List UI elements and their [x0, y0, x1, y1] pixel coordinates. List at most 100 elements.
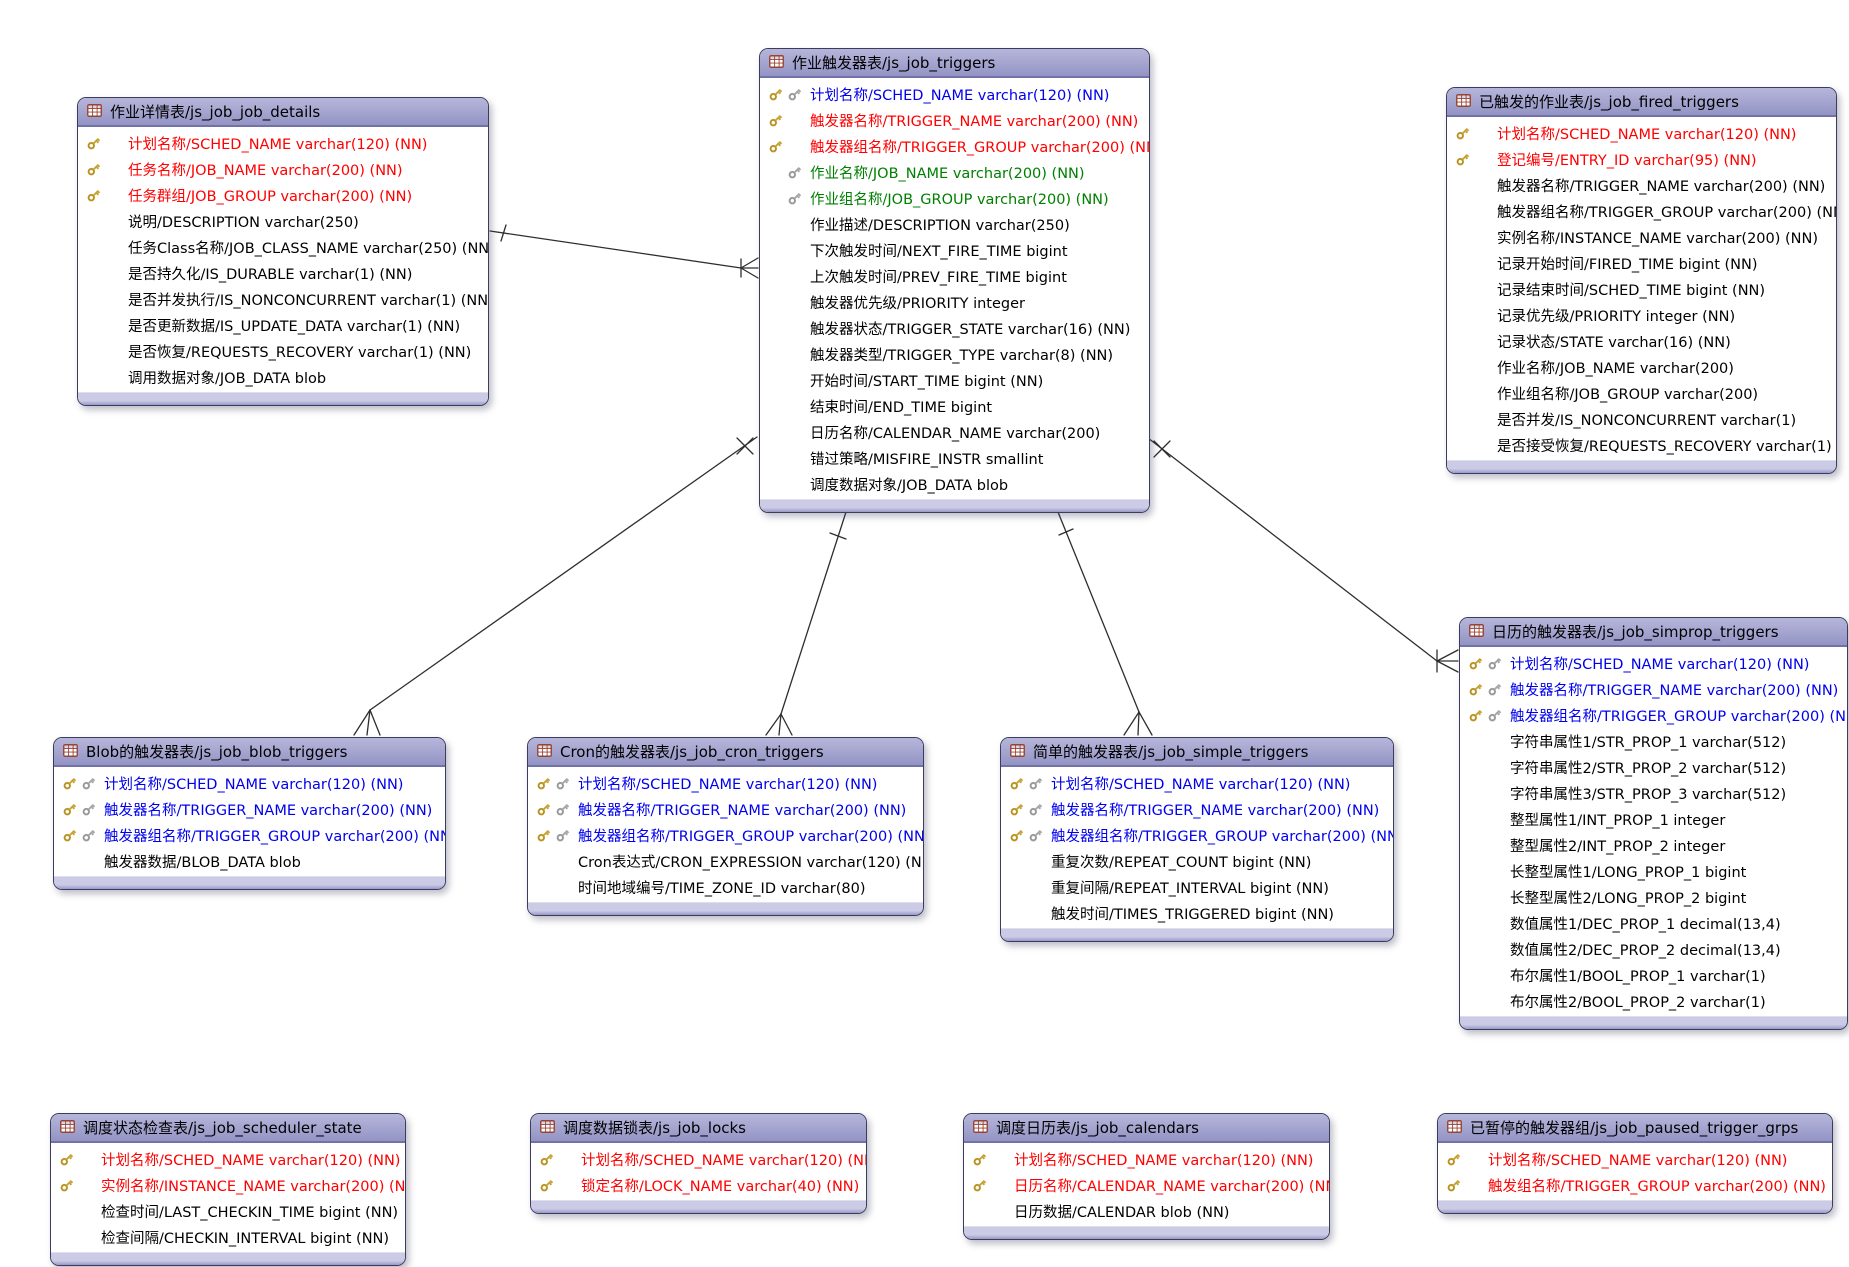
- table-header[interactable]: 已触发的作业表/js_job_fired_triggers: [1447, 88, 1836, 117]
- table-header[interactable]: 调度状态检查表/js_job_scheduler_state: [51, 1114, 405, 1143]
- column-row[interactable]: 作业名称/JOB_NAME varchar(200) (NN): [760, 159, 1149, 185]
- column-row[interactable]: 登记编号/ENTRY_ID varchar(95) (NN): [1447, 146, 1836, 172]
- column-row[interactable]: 触发器名称/TRIGGER_NAME varchar(200) (NN): [1001, 796, 1393, 822]
- column-row[interactable]: 记录结束时间/SCHED_TIME bigint (NN): [1447, 276, 1836, 302]
- column-row[interactable]: 重复次数/REPEAT_COUNT bigint (NN): [1001, 848, 1393, 874]
- column-row[interactable]: 是否持久化/IS_DURABLE varchar(1) (NN): [78, 260, 488, 286]
- column-row[interactable]: 任务名称/JOB_NAME varchar(200) (NN): [78, 156, 488, 182]
- column-row[interactable]: 计划名称/SCHED_NAME varchar(120) (NN): [1438, 1146, 1832, 1172]
- column-row[interactable]: 计划名称/SCHED_NAME varchar(120) (NN): [1460, 650, 1847, 676]
- column-row[interactable]: 作业组名称/JOB_GROUP varchar(200): [1447, 380, 1836, 406]
- column-row[interactable]: 触发器优先级/PRIORITY integer: [760, 289, 1149, 315]
- column-row[interactable]: 结束时间/END_TIME bigint: [760, 393, 1149, 419]
- column-row[interactable]: 计划名称/SCHED_NAME varchar(120) (NN): [528, 770, 923, 796]
- column-row[interactable]: 字符串属性1/STR_PROP_1 varchar(512): [1460, 728, 1847, 754]
- er-table-simple_triggers[interactable]: 简单的触发器表/js_job_simple_triggers 计划名称/SCHE…: [1000, 737, 1394, 942]
- table-header[interactable]: 简单的触发器表/js_job_simple_triggers: [1001, 738, 1393, 767]
- column-row[interactable]: 计划名称/SCHED_NAME varchar(120) (NN): [964, 1146, 1329, 1172]
- column-row[interactable]: 是否接受恢复/REQUESTS_RECOVERY varchar(1): [1447, 432, 1836, 458]
- column-row[interactable]: 上次触发时间/PREV_FIRE_TIME bigint: [760, 263, 1149, 289]
- column-row[interactable]: 触发器组名称/TRIGGER_GROUP varchar(200) (NN): [1447, 198, 1836, 224]
- er-table-calendars[interactable]: 调度日历表/js_job_calendars 计划名称/SCHED_NAME v…: [963, 1113, 1330, 1240]
- column-row[interactable]: 日历数据/CALENDAR blob (NN): [964, 1198, 1329, 1224]
- column-row[interactable]: 重复间隔/REPEAT_INTERVAL bigint (NN): [1001, 874, 1393, 900]
- column-row[interactable]: 作业描述/DESCRIPTION varchar(250): [760, 211, 1149, 237]
- column-row[interactable]: 计划名称/SCHED_NAME varchar(120) (NN): [51, 1146, 405, 1172]
- column-row[interactable]: 是否并发/IS_NONCONCURRENT varchar(1): [1447, 406, 1836, 432]
- table-header[interactable]: 作业触发器表/js_job_triggers: [760, 49, 1149, 78]
- column-row[interactable]: 触发器组名称/TRIGGER_GROUP varchar(200) (NN): [1460, 702, 1847, 728]
- column-row[interactable]: 字符串属性2/STR_PROP_2 varchar(512): [1460, 754, 1847, 780]
- table-header[interactable]: 已暂停的触发器组/js_job_paused_trigger_grps: [1438, 1114, 1832, 1143]
- column-row[interactable]: 实例名称/INSTANCE_NAME varchar(200) (NN): [51, 1172, 405, 1198]
- column-row[interactable]: 记录优先级/PRIORITY integer (NN): [1447, 302, 1836, 328]
- column-row[interactable]: 触发器数据/BLOB_DATA blob: [54, 848, 445, 874]
- column-row[interactable]: 锁定名称/LOCK_NAME varchar(40) (NN): [531, 1172, 866, 1198]
- column-row[interactable]: 计划名称/SCHED_NAME varchar(120) (NN): [760, 81, 1149, 107]
- column-row[interactable]: 日历名称/CALENDAR_NAME varchar(200): [760, 419, 1149, 445]
- er-table-job_details[interactable]: 作业详情表/js_job_job_details 计划名称/SCHED_NAME…: [77, 97, 489, 406]
- column-row[interactable]: 触发器组名称/TRIGGER_GROUP varchar(200) (NN): [760, 133, 1149, 159]
- table-header[interactable]: Cron的触发器表/js_job_cron_triggers: [528, 738, 923, 767]
- table-header[interactable]: 日历的触发器表/js_job_simprop_triggers: [1460, 618, 1847, 647]
- column-row[interactable]: 日历名称/CALENDAR_NAME varchar(200) (NN): [964, 1172, 1329, 1198]
- column-row[interactable]: 开始时间/START_TIME bigint (NN): [760, 367, 1149, 393]
- column-row[interactable]: 作业组名称/JOB_GROUP varchar(200) (NN): [760, 185, 1149, 211]
- column-row[interactable]: 数值属性2/DEC_PROP_2 decimal(13,4): [1460, 936, 1847, 962]
- column-row[interactable]: 记录状态/STATE varchar(16) (NN): [1447, 328, 1836, 354]
- column-row[interactable]: 检查时间/LAST_CHECKIN_TIME bigint (NN): [51, 1198, 405, 1224]
- column-row[interactable]: 触发组名称/TRIGGER_GROUP varchar(200) (NN): [1438, 1172, 1832, 1198]
- column-row[interactable]: 检查间隔/CHECKIN_INTERVAL bigint (NN): [51, 1224, 405, 1250]
- er-table-simprop_triggers[interactable]: 日历的触发器表/js_job_simprop_triggers 计划名称/SCH…: [1459, 617, 1848, 1030]
- table-header[interactable]: 作业详情表/js_job_job_details: [78, 98, 488, 127]
- er-table-triggers[interactable]: 作业触发器表/js_job_triggers 计划名称/SCHED_NAME v…: [759, 48, 1150, 513]
- table-header[interactable]: 调度数据锁表/js_job_locks: [531, 1114, 866, 1143]
- table-header[interactable]: 调度日历表/js_job_calendars: [964, 1114, 1329, 1143]
- er-table-paused_trigger_grps[interactable]: 已暂停的触发器组/js_job_paused_trigger_grps 计划名称…: [1437, 1113, 1833, 1214]
- table-header[interactable]: Blob的触发器表/js_job_blob_triggers: [54, 738, 445, 767]
- column-row[interactable]: 下次触发时间/NEXT_FIRE_TIME bigint: [760, 237, 1149, 263]
- column-row[interactable]: 长整型属性2/LONG_PROP_2 bigint: [1460, 884, 1847, 910]
- column-row[interactable]: 触发器类型/TRIGGER_TYPE varchar(8) (NN): [760, 341, 1149, 367]
- column-row[interactable]: 任务Class名称/JOB_CLASS_NAME varchar(250) (N…: [78, 234, 488, 260]
- column-row[interactable]: 记录开始时间/FIRED_TIME bigint (NN): [1447, 250, 1836, 276]
- column-row[interactable]: 触发器状态/TRIGGER_STATE varchar(16) (NN): [760, 315, 1149, 341]
- column-row[interactable]: 触发器组名称/TRIGGER_GROUP varchar(200) (NN): [1001, 822, 1393, 848]
- column-row[interactable]: 触发器名称/TRIGGER_NAME varchar(200) (NN): [54, 796, 445, 822]
- er-table-fired_triggers[interactable]: 已触发的作业表/js_job_fired_triggers 计划名称/SCHED…: [1446, 87, 1837, 474]
- column-row[interactable]: 作业名称/JOB_NAME varchar(200): [1447, 354, 1836, 380]
- column-row[interactable]: 触发器名称/TRIGGER_NAME varchar(200) (NN): [1460, 676, 1847, 702]
- column-row[interactable]: 字符串属性3/STR_PROP_3 varchar(512): [1460, 780, 1847, 806]
- column-row[interactable]: 是否恢复/REQUESTS_RECOVERY varchar(1) (NN): [78, 338, 488, 364]
- column-row[interactable]: 触发器名称/TRIGGER_NAME varchar(200) (NN): [760, 107, 1149, 133]
- column-row[interactable]: 是否并发执行/IS_NONCONCURRENT varchar(1) (NN): [78, 286, 488, 312]
- er-table-blob_triggers[interactable]: Blob的触发器表/js_job_blob_triggers 计划名称/SCHE…: [53, 737, 446, 890]
- column-row[interactable]: 触发器组名称/TRIGGER_GROUP varchar(200) (NN): [54, 822, 445, 848]
- column-row[interactable]: Cron表达式/CRON_EXPRESSION varchar(120) (NN…: [528, 848, 923, 874]
- column-row[interactable]: 计划名称/SCHED_NAME varchar(120) (NN): [54, 770, 445, 796]
- column-row[interactable]: 实例名称/INSTANCE_NAME varchar(200) (NN): [1447, 224, 1836, 250]
- column-row[interactable]: 错过策略/MISFIRE_INSTR smallint: [760, 445, 1149, 471]
- column-row[interactable]: 整型属性1/INT_PROP_1 integer: [1460, 806, 1847, 832]
- column-row[interactable]: 调用数据对象/JOB_DATA blob: [78, 364, 488, 390]
- column-row[interactable]: 时间地域编号/TIME_ZONE_ID varchar(80): [528, 874, 923, 900]
- column-row[interactable]: 任务群组/JOB_GROUP varchar(200) (NN): [78, 182, 488, 208]
- column-row[interactable]: 计划名称/SCHED_NAME varchar(120) (NN): [1001, 770, 1393, 796]
- column-row[interactable]: 计划名称/SCHED_NAME varchar(120) (NN): [1447, 120, 1836, 146]
- column-row[interactable]: 计划名称/SCHED_NAME varchar(120) (NN): [78, 130, 488, 156]
- er-table-scheduler_state[interactable]: 调度状态检查表/js_job_scheduler_state 计划名称/SCHE…: [50, 1113, 406, 1266]
- er-table-locks[interactable]: 调度数据锁表/js_job_locks 计划名称/SCHED_NAME varc…: [530, 1113, 867, 1214]
- column-row[interactable]: 触发器名称/TRIGGER_NAME varchar(200) (NN): [1447, 172, 1836, 198]
- column-row[interactable]: 计划名称/SCHED_NAME varchar(120) (NN): [531, 1146, 866, 1172]
- column-row[interactable]: 触发器名称/TRIGGER_NAME varchar(200) (NN): [528, 796, 923, 822]
- column-row[interactable]: 触发时间/TIMES_TRIGGERED bigint (NN): [1001, 900, 1393, 926]
- column-row[interactable]: 是否更新数据/IS_UPDATE_DATA varchar(1) (NN): [78, 312, 488, 338]
- column-row[interactable]: 布尔属性1/BOOL_PROP_1 varchar(1): [1460, 962, 1847, 988]
- column-row[interactable]: 整型属性2/INT_PROP_2 integer: [1460, 832, 1847, 858]
- column-row[interactable]: 数值属性1/DEC_PROP_1 decimal(13,4): [1460, 910, 1847, 936]
- column-row[interactable]: 说明/DESCRIPTION varchar(250): [78, 208, 488, 234]
- column-row[interactable]: 触发器组名称/TRIGGER_GROUP varchar(200) (NN): [528, 822, 923, 848]
- er-table-cron_triggers[interactable]: Cron的触发器表/js_job_cron_triggers 计划名称/SCHE…: [527, 737, 924, 916]
- column-row[interactable]: 布尔属性2/BOOL_PROP_2 varchar(1): [1460, 988, 1847, 1014]
- column-row[interactable]: 长整型属性1/LONG_PROP_1 bigint: [1460, 858, 1847, 884]
